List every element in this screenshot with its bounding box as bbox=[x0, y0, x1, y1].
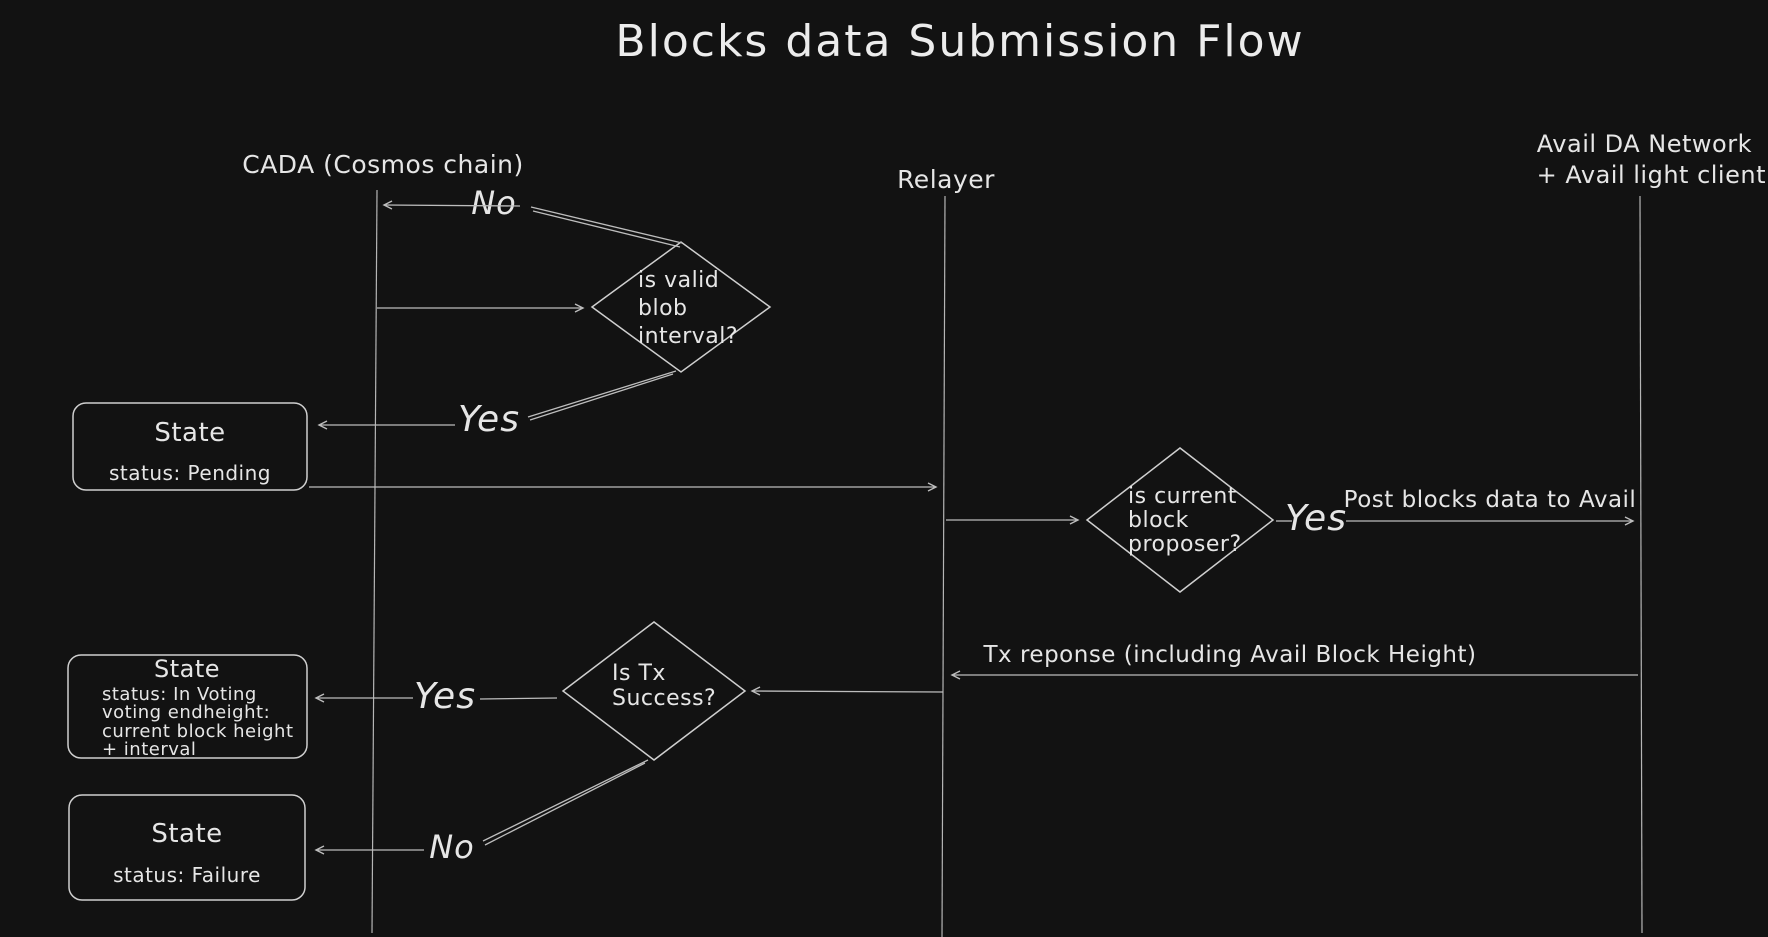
edge-no3-slant-stroke2 bbox=[484, 762, 646, 846]
edge-yes1-slant-stroke2 bbox=[529, 373, 674, 421]
state-pending-status: status: Pending bbox=[109, 461, 271, 485]
lifeline-label-cada: CADA (Cosmos chain) bbox=[242, 150, 524, 179]
decision-current-block-proposer bbox=[1085, 447, 1275, 593]
decision-valid-blob-interval-line2: blob bbox=[638, 296, 688, 321]
state-in-voting-line4: + interval bbox=[102, 739, 196, 760]
edge-label-yes-proposer: Yes bbox=[1285, 498, 1347, 539]
diagram-title: Blocks data Submission Flow bbox=[615, 16, 1304, 67]
edge-label-no-tx-failure: No bbox=[429, 828, 475, 866]
decision-proposer-line1: is current bbox=[1128, 484, 1237, 509]
decision-proposer-line3: proposer? bbox=[1128, 532, 1242, 557]
edge-yes1-slant-stroke1 bbox=[527, 370, 677, 418]
edge-no-to-cada bbox=[382, 200, 521, 210]
edge-label-yes-valid-interval: Yes bbox=[458, 399, 520, 440]
state-pending-box bbox=[72, 402, 308, 491]
edge-tx-success-to-yes-dash bbox=[479, 697, 558, 700]
decision-valid-blob-interval-line3: interval? bbox=[638, 324, 738, 349]
state-failure-box bbox=[68, 794, 306, 901]
decision-tx-success-line1: Is Tx bbox=[612, 661, 666, 686]
lifeline-avail bbox=[1639, 195, 1643, 934]
state-in-voting-line2: voting endheight: bbox=[102, 702, 270, 723]
state-pending-title: State bbox=[154, 418, 225, 448]
edge-label-yes-tx-success: Yes bbox=[414, 676, 476, 717]
decision-tx-success bbox=[561, 621, 747, 761]
edge-label-no-invalid-interval: No bbox=[471, 184, 517, 222]
edge-relayer-to-tx-success bbox=[750, 686, 944, 696]
lifeline-label-avail-line2: + Avail light client bbox=[1537, 161, 1766, 189]
lifeline-relayer bbox=[941, 195, 946, 937]
state-in-voting-title: State bbox=[154, 655, 220, 683]
edge-label-tx-response: Tx reponse (including Avail Block Height… bbox=[983, 642, 1477, 668]
lifeline-label-relayer: Relayer bbox=[897, 165, 995, 194]
decision-tx-success-line2: Success? bbox=[612, 686, 716, 711]
edge-label-post-blocks: Post blocks data to Avail bbox=[1344, 487, 1637, 513]
decision-valid-blob-interval-line1: is valid bbox=[638, 268, 719, 293]
state-in-voting-line3: current block height bbox=[102, 721, 294, 742]
state-failure-title: State bbox=[151, 819, 222, 849]
edge-no-slant-stroke2 bbox=[532, 210, 681, 248]
state-in-voting-box bbox=[67, 654, 308, 759]
state-in-voting-line1: status: In Voting bbox=[102, 684, 257, 705]
edge-no-slant-stroke1 bbox=[530, 206, 683, 244]
lifeline-label-avail-line1: Avail DA Network bbox=[1537, 130, 1752, 158]
lifeline-cada bbox=[371, 189, 378, 934]
decision-valid-blob-interval bbox=[590, 241, 772, 373]
decision-proposer-line2: block bbox=[1128, 508, 1189, 533]
edge-no3-slant-stroke1 bbox=[482, 759, 649, 842]
state-failure-status: status: Failure bbox=[113, 863, 261, 887]
